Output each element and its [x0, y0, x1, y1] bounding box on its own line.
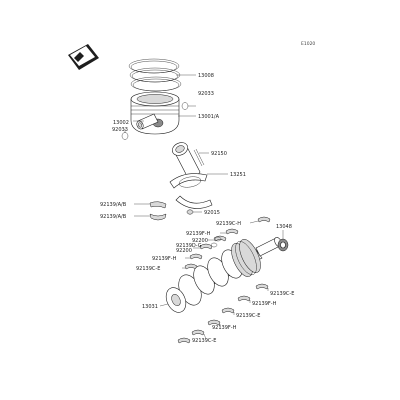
circlip-lower: [121, 132, 129, 140]
part-label-rod-bolt: 92150: [211, 151, 227, 157]
connecting-rod: [169, 142, 208, 189]
piston: [130, 91, 180, 135]
thrust-washer: [210, 236, 222, 248]
part-label-rod-bearing-lower: 92139/A/B: [100, 214, 127, 220]
part-label-piston-pin: 13002: [113, 120, 129, 126]
part-label-piston: 13001/A: [198, 114, 220, 120]
part-label-main-bearing-5: 92139C-E: [136, 266, 160, 272]
part-label-piston-ring-set: 13008: [198, 73, 214, 79]
part-label-main-bearing-10: 92139C-E: [192, 338, 216, 344]
part-label-crankshaft: 13031: [142, 304, 158, 310]
piston-rings: [128, 58, 182, 92]
part-label-main-bearing-8: 92139C-E: [236, 313, 260, 319]
connecting-rod-cap: [175, 195, 213, 209]
part-label-rod-bearing-upper: 92139/A/B: [100, 202, 127, 208]
rod-bearing-lower: [149, 213, 167, 221]
crankshaft: [165, 236, 282, 313]
rod-bearing-upper: [149, 201, 167, 209]
part-label-main-bearing-2: 92139F-H: [186, 231, 211, 237]
part-label-connecting-rod: 13251: [230, 172, 246, 178]
part-label-main-bearing-3: 92139D-G: [176, 243, 202, 249]
part-label-circlip-upper: 92033: [198, 91, 214, 97]
connecting-rod-bolt: [193, 148, 205, 167]
part-label-thrust-washer-2: 92200: [176, 248, 192, 254]
part-label-main-bearing-7: 92139F-H: [252, 301, 277, 307]
part-label-main-bearing-6: 92139C-E: [270, 291, 294, 297]
part-label-main-bearing-9: 92139F-H: [212, 325, 237, 331]
circlip-upper: [181, 102, 189, 110]
main-bearing-shell: [177, 216, 271, 344]
part-label-main-bearing-4: 92139F-H: [152, 256, 177, 262]
part-label-circlip-lower: 92033: [112, 127, 128, 133]
part-label-main-bearing-1: 92139C-H: [216, 221, 241, 227]
crankshaft-oil-seal: [277, 238, 289, 252]
part-label-thrust-washer-1: 92200: [192, 238, 208, 244]
leader-lines: [124, 74, 284, 340]
front-arrow-icon: [68, 44, 99, 70]
part-label-rod-nut: 92015: [204, 210, 220, 216]
connecting-rod-nut: [186, 209, 194, 215]
figure-number: E1020: [301, 41, 315, 47]
part-label-oil-seal: 13048: [276, 224, 292, 230]
